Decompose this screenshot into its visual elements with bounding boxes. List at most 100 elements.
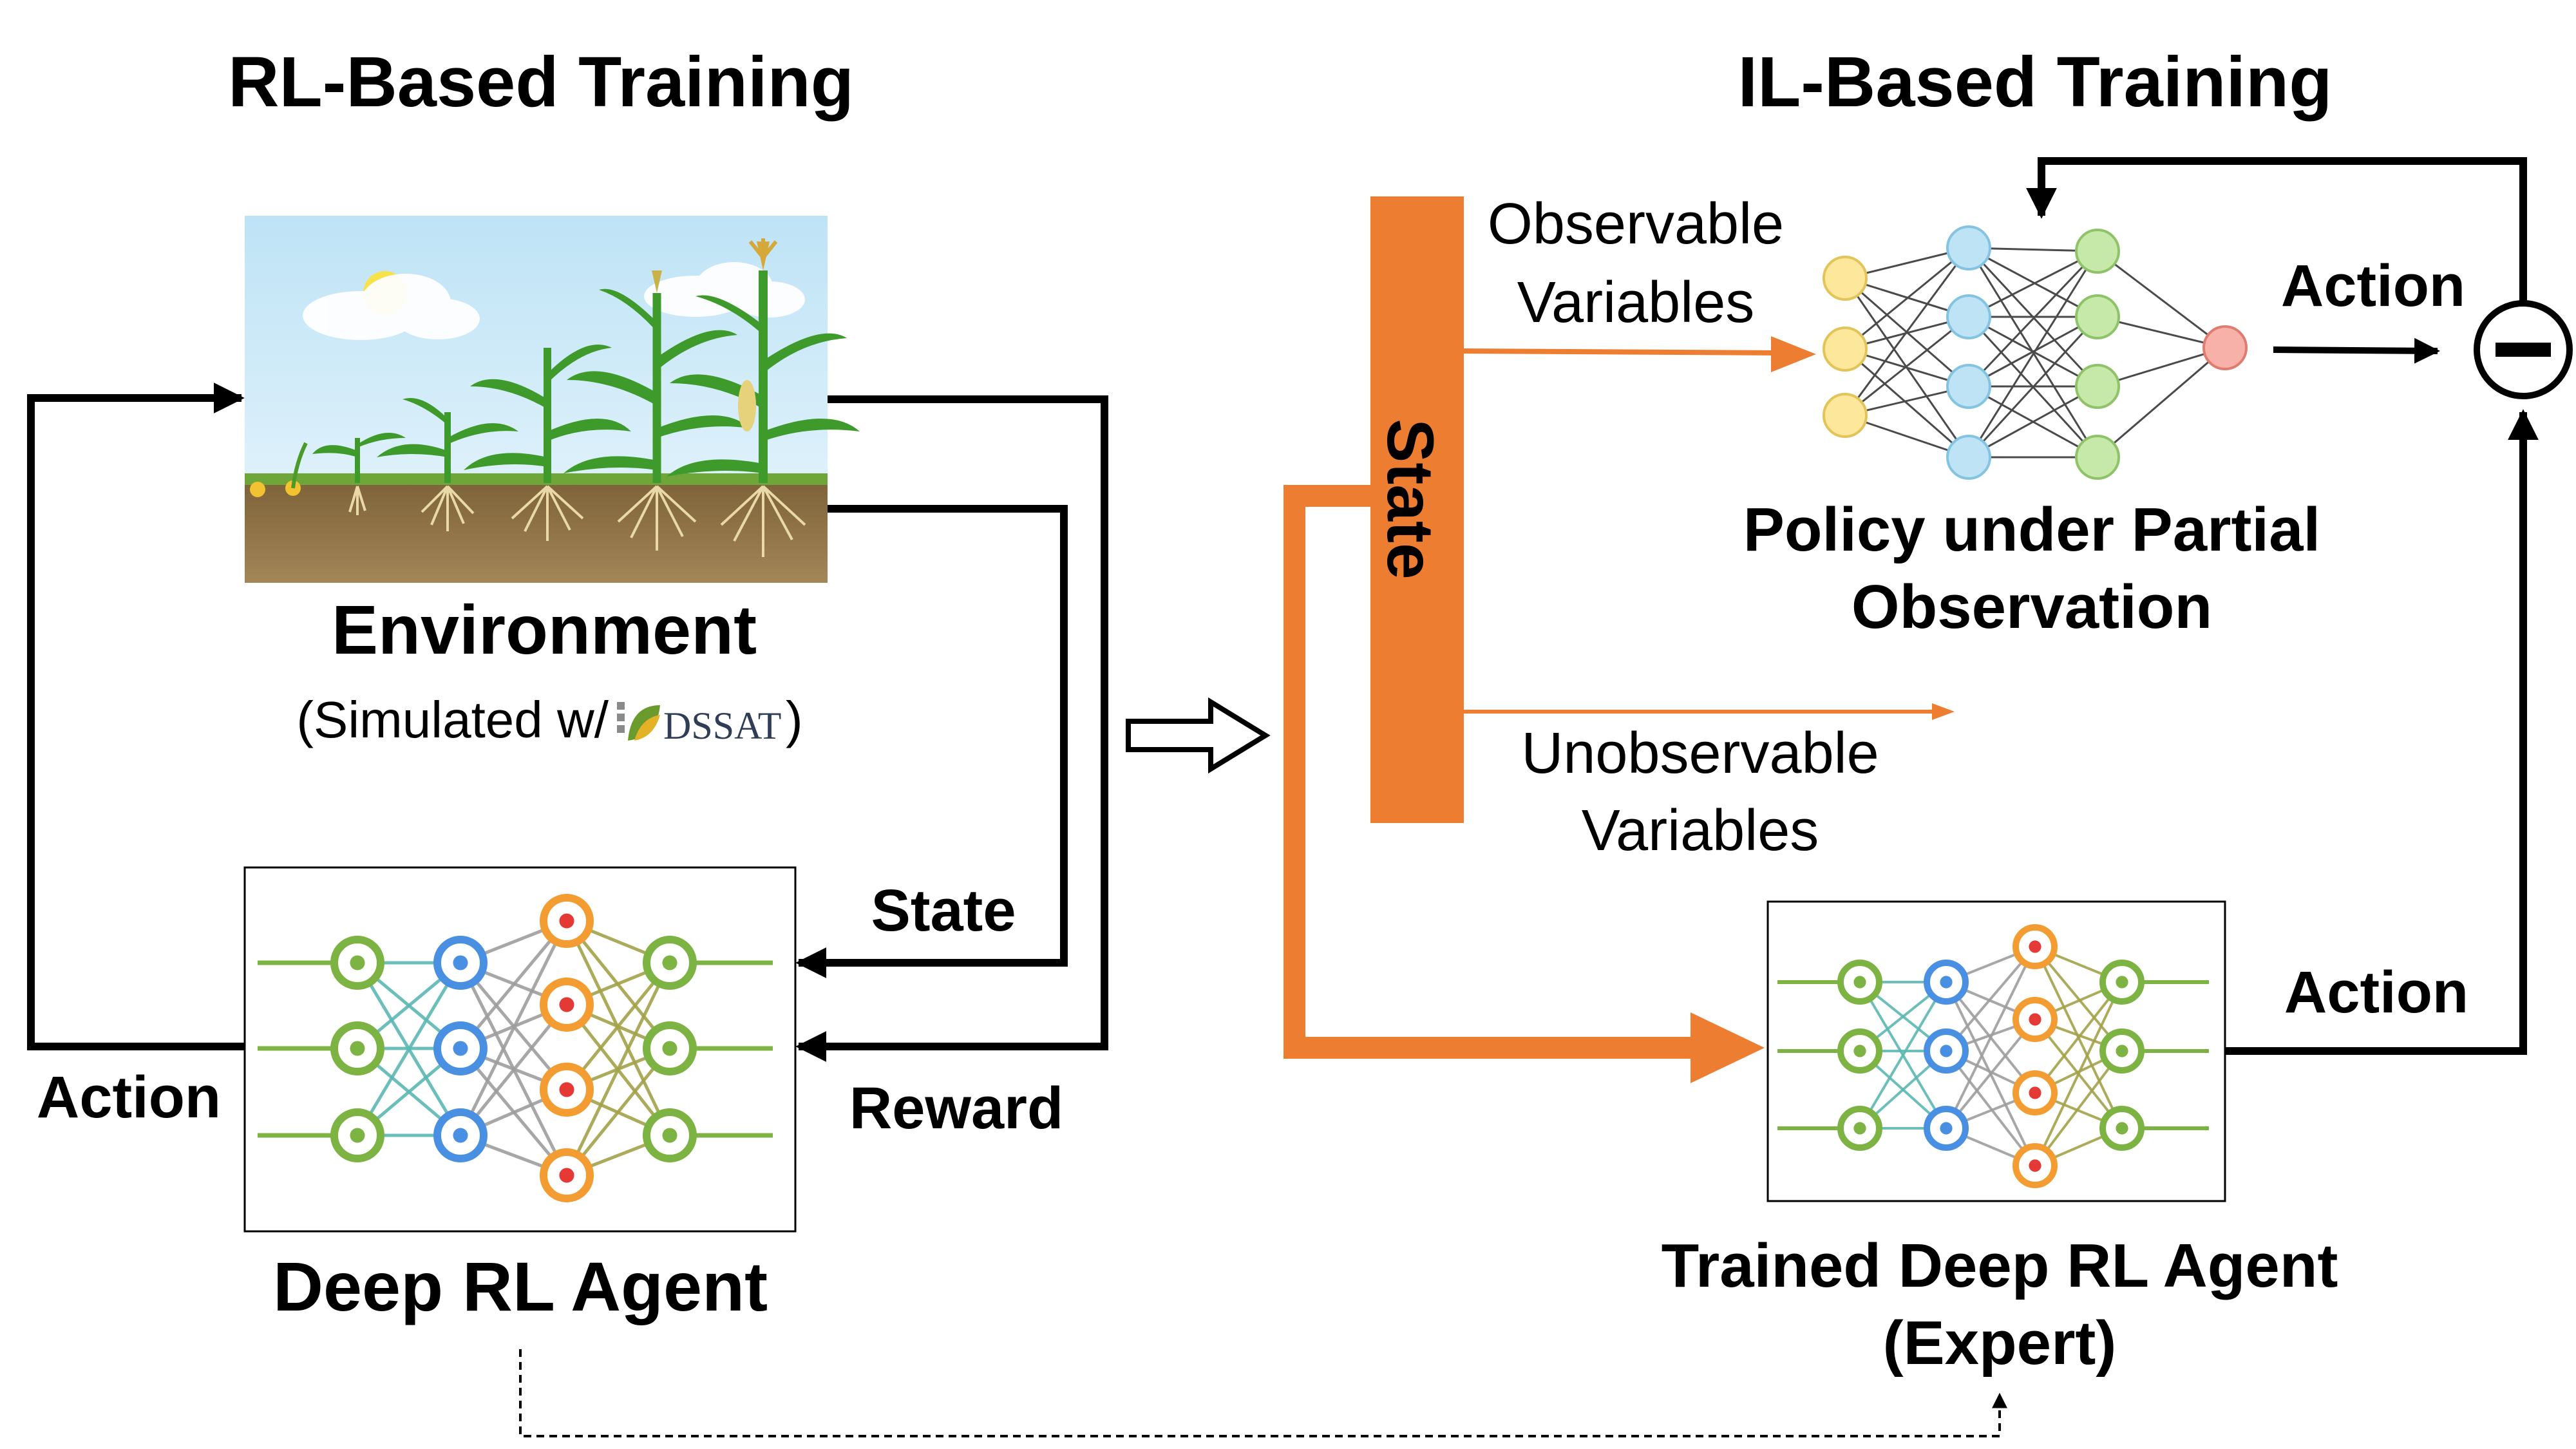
network-node-dot xyxy=(1940,1045,1953,1057)
network-link xyxy=(1945,946,2036,1129)
policy-node xyxy=(2075,435,2120,480)
agent-to-expert-dashed-arrow xyxy=(519,1349,2007,1437)
policy-node xyxy=(1946,294,1991,339)
policy-action-label: Action xyxy=(2281,253,2465,319)
state-to-expert-arrow xyxy=(1283,485,1700,1059)
network-node-dot xyxy=(662,955,677,971)
environment-label: Environment xyxy=(332,591,757,668)
policy-link xyxy=(1967,251,2099,458)
network-node-dot xyxy=(559,1082,574,1097)
dssat-leaf-logo-icon xyxy=(617,702,660,741)
network-node-dot xyxy=(350,955,365,971)
policy-network-icon xyxy=(1823,225,2248,480)
network-node-dot xyxy=(453,955,468,971)
reward-label: Reward xyxy=(849,1075,1063,1141)
network-node-dot xyxy=(1853,1045,1866,1057)
policy-link xyxy=(1844,247,1970,416)
network-link xyxy=(565,1047,671,1177)
state-arrow xyxy=(795,505,1068,978)
corn-growth-stages-icon xyxy=(312,238,860,483)
expert-label-line1: Trained Deep RL Agent xyxy=(1662,1231,2338,1300)
policy-link xyxy=(1844,348,1969,459)
trained-agent-network-icon xyxy=(1777,924,2209,1188)
policy-link xyxy=(1968,316,2098,388)
network-link xyxy=(459,920,568,1050)
policy-link xyxy=(1967,316,2099,459)
policy-node xyxy=(2075,229,2120,274)
feedback-arrow xyxy=(2026,157,2527,303)
deep-rl-agent-label: Deep RL Agent xyxy=(273,1247,768,1325)
network-link xyxy=(1945,1018,2036,1130)
network-node-dot xyxy=(350,1128,365,1143)
policy-label-line1: Policy under Partial xyxy=(1743,495,2320,564)
policy-link xyxy=(1967,250,2099,388)
network-node-dot xyxy=(662,1128,677,1143)
action-arrow xyxy=(27,383,245,1050)
network-link xyxy=(459,1003,568,1137)
network-node-dot xyxy=(662,1041,677,1056)
unobservable-arrowhead xyxy=(1932,703,1955,720)
network-link xyxy=(1945,1050,2036,1167)
network-link xyxy=(355,961,462,1137)
rl-section-title: RL-Based Training xyxy=(228,43,854,122)
policy-node xyxy=(1823,256,1868,301)
unobservable-label-line1: Unobservable xyxy=(1521,721,1879,786)
il-section-title: IL-Based Training xyxy=(1738,43,2333,122)
policy-link xyxy=(2097,346,2226,459)
policy-node xyxy=(1823,393,1868,438)
policy-node xyxy=(2202,325,2248,370)
network-node-dot xyxy=(1853,1122,1866,1135)
network-link xyxy=(2034,981,2123,1166)
observable-label-line2: Variables xyxy=(1517,270,1755,335)
policy-node xyxy=(2075,364,2120,409)
roots-icon xyxy=(348,485,806,557)
hollow-right-arrow-icon xyxy=(1126,697,1271,774)
policy-node xyxy=(1946,225,1991,270)
policy-link xyxy=(1968,250,2098,318)
expert-action-label: Action xyxy=(2284,960,2468,1025)
reward-arrow xyxy=(795,395,1108,1062)
crop-stage-sprout xyxy=(250,442,308,497)
network-node-dot xyxy=(1940,1122,1953,1135)
simulated-with-suffix: ) xyxy=(786,691,803,748)
policy-action-arrow xyxy=(2273,337,2440,364)
policy-node xyxy=(1946,435,1991,480)
network-node-dot xyxy=(2029,1013,2041,1026)
network-node-dot xyxy=(2029,1086,2041,1099)
simulated-with-prefix: (Simulated w/ xyxy=(296,691,609,748)
expert-action-arrow xyxy=(2225,409,2539,1055)
network-link xyxy=(2034,1050,2123,1167)
network-node-dot xyxy=(350,1041,365,1056)
network-node-dot xyxy=(2029,940,2041,953)
network-link xyxy=(1945,945,2036,1052)
policy-node xyxy=(1823,327,1868,372)
minus-bar xyxy=(2496,343,2551,357)
network-node-dot xyxy=(1853,976,1866,989)
policy-link xyxy=(2097,250,2226,349)
policy-link xyxy=(1844,247,1969,350)
network-link xyxy=(459,920,569,1137)
network-link xyxy=(2034,981,2123,1094)
observable-label-line1: Observable xyxy=(1488,192,1784,256)
network-node-dot xyxy=(2116,976,2128,989)
policy-label-line2: Observation xyxy=(1852,573,2212,641)
rl-action-label: Action xyxy=(37,1065,221,1130)
network-node-dot xyxy=(559,997,574,1012)
deep-rl-agent-network-icon xyxy=(258,894,773,1202)
expert-label-line2: (Expert) xyxy=(1883,1309,2117,1378)
observable-arrowhead xyxy=(1771,336,1816,372)
network-link xyxy=(565,961,672,1177)
policy-node xyxy=(2075,294,2120,339)
policy-link xyxy=(1968,385,2098,459)
network-node-dot xyxy=(2029,1159,2041,1172)
state-bar-label: State xyxy=(1374,419,1447,579)
policy-link xyxy=(1844,316,1969,417)
environment-image xyxy=(245,216,860,583)
network-link xyxy=(2034,945,2123,1052)
unobservable-label-line2: Variables xyxy=(1582,799,1819,863)
policy-link xyxy=(1968,247,2098,318)
network-link xyxy=(565,961,671,1091)
policy-node xyxy=(1946,364,1991,409)
state-to-expert-arrowhead xyxy=(1690,1012,1765,1083)
